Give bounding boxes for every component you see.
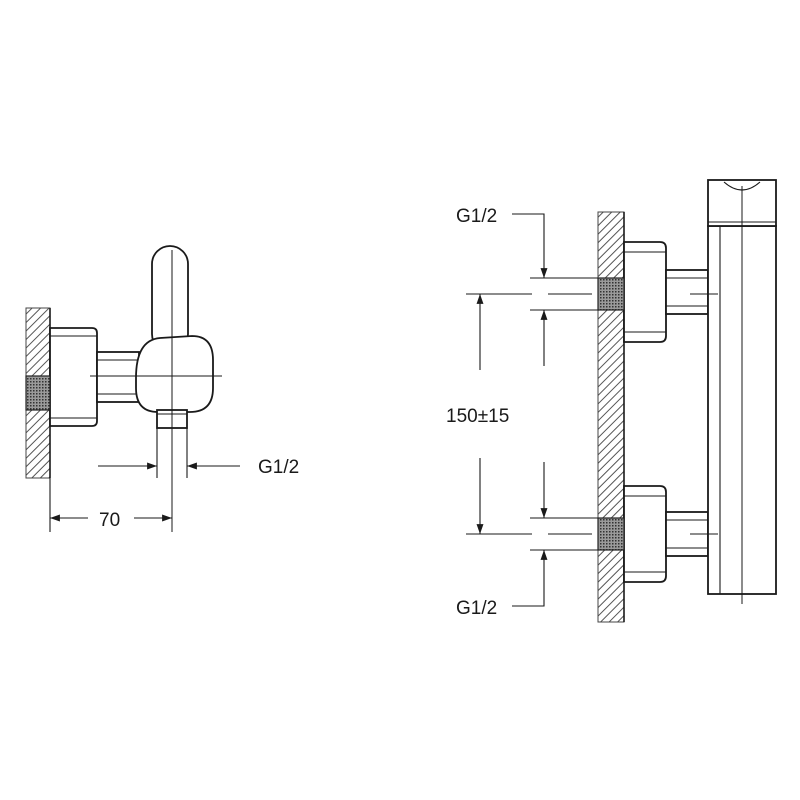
depth-dimension-label: 70 [99,510,120,531]
wall-section-right [597,211,625,623]
upper-flange [623,241,667,343]
wall-thread-left [25,375,51,411]
outlet-thread-label: G1/2 [258,457,299,478]
top-thread-label: G1/2 [456,206,497,227]
wall-thread-bottom [597,517,625,551]
side-view: G1/2 70 [25,245,299,532]
upper-inlet-pipe [665,269,709,315]
bottom-thread-label: G1/2 [456,598,497,619]
wall-flange [49,327,98,427]
bottom-thread-leader [512,550,548,607]
top-thread-leader [512,213,548,278]
front-view: G1/2 150±15 G1/2 [446,179,777,623]
lower-flange [623,485,667,583]
mixer-body-side [135,335,214,413]
wall-thread-top [597,277,625,311]
center-distance-label: 150±15 [446,406,509,427]
